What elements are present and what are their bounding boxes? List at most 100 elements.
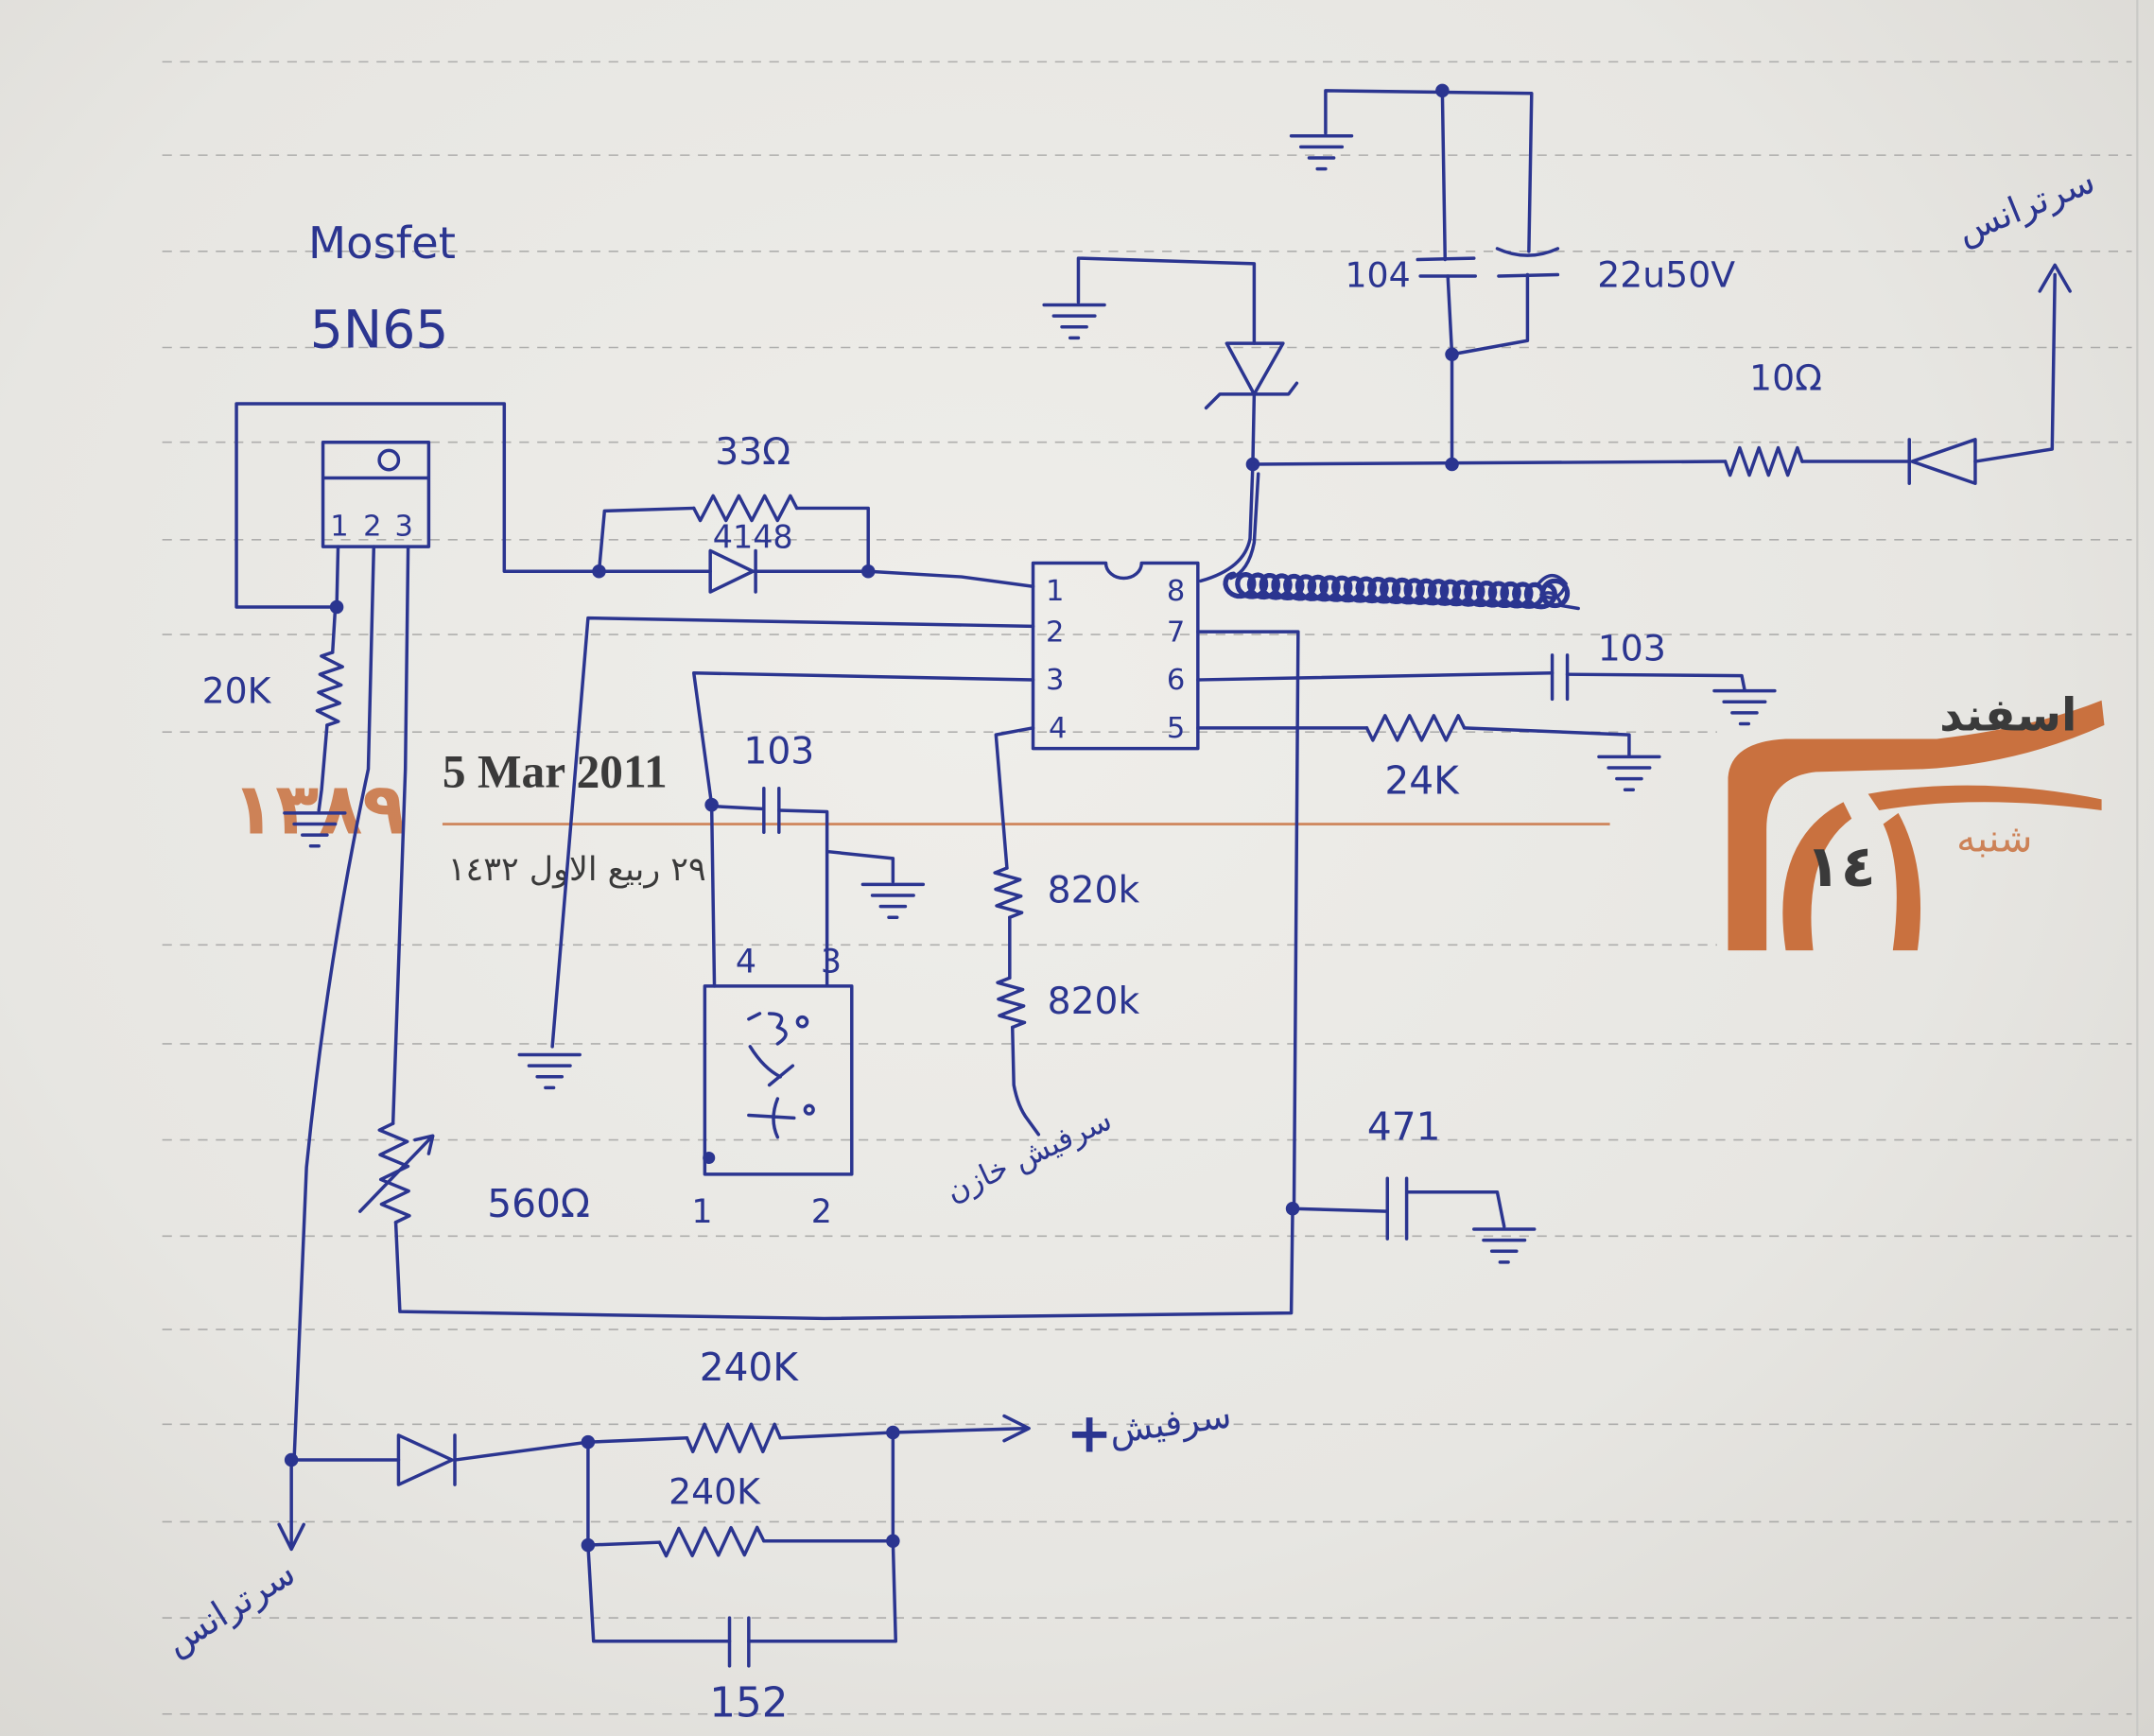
label-transformer-top: سرترانس <box>1951 159 2101 252</box>
label-d4148: 4148 <box>713 519 793 556</box>
resistor-20k <box>315 651 344 727</box>
capacitor-104 <box>1416 256 1477 278</box>
label-c22u: 22u50V <box>1597 254 1735 296</box>
wire-bottom-return <box>393 1207 1294 1321</box>
ground-symbol <box>1472 1227 1537 1264</box>
wire-33ohm <box>597 506 870 573</box>
diode-output <box>396 1433 457 1486</box>
wire-rail-to-10ohm <box>1251 460 1728 466</box>
label-r240k-upper: 240K <box>700 1345 800 1390</box>
junction-dot <box>1445 347 1459 362</box>
arrow-down-icon <box>277 1522 305 1552</box>
wire-rail-to-pin8-overdraw <box>1228 472 1260 581</box>
coil-scribble <box>1223 571 1557 610</box>
label-c103-pin6: 103 <box>1598 628 1666 669</box>
capacitor-103-pin6 <box>1550 653 1570 702</box>
ground-symbol <box>860 882 926 920</box>
zener-diode <box>1204 341 1299 466</box>
diary-date-gregorian: 5 Mar 2011 <box>443 745 668 797</box>
ic-pin-label: 6 <box>1167 664 1185 697</box>
capacitor-471 <box>1291 1176 1506 1241</box>
module-pin-label: 4 <box>736 943 756 981</box>
resistor-820k-lower <box>996 976 1027 1030</box>
label-r240k-lower: 240K <box>669 1471 761 1513</box>
logo-circle-right-arc <box>1883 812 1921 951</box>
ground-symbol <box>1289 134 1354 171</box>
wire-mosfet-pin3 <box>391 545 410 1125</box>
module-internal-mark <box>795 1015 809 1029</box>
ground-symbol <box>1597 755 1661 791</box>
module-pin-label: 1 <box>691 1193 712 1231</box>
resistor-240k-lower <box>657 1525 766 1558</box>
wire-rail-to-pin8 <box>1198 462 1255 583</box>
wire-ic-pin3 <box>692 670 1035 988</box>
junction-dot <box>886 1534 900 1549</box>
diary-date-logo: اسفند شنبه ١٤ <box>1728 690 2105 951</box>
wire-ic-pin5 <box>1196 726 1631 757</box>
wire-zener-ground <box>1076 256 1257 345</box>
wire-cap103-ground <box>777 808 895 987</box>
ic-pin-label: 4 <box>1049 712 1067 745</box>
resistor-33-ohm <box>692 494 799 523</box>
wire-output-parallel <box>586 1431 898 1643</box>
arrow-up-icon <box>2038 263 2072 293</box>
logo-inner-band <box>1867 785 2102 810</box>
label-r24k: 24K <box>1384 758 1460 804</box>
wire-top-ground-rail <box>1324 89 1534 253</box>
wire-ic-pin4 <box>994 726 1041 1137</box>
ic-pin-label: 3 <box>1046 664 1064 697</box>
label-r10: 10Ω <box>1749 357 1822 399</box>
label-mosfet-title: Mosfet <box>308 217 456 269</box>
resistor-240k-upper <box>685 1422 782 1454</box>
ground-symbol <box>1712 688 1777 726</box>
ground-symbol <box>1042 303 1106 340</box>
capacitor-103-module <box>709 787 781 834</box>
label-output-terminal: سرفیش <box>1106 1394 1234 1453</box>
label-capacitor-lead: سرفیش خازن <box>940 1102 1117 1209</box>
wire-to-transformer-top <box>1973 272 2057 463</box>
wire-ic-pin2 <box>550 616 1035 1049</box>
label-r820k-upper: 820k <box>1048 869 1140 911</box>
mosfet-pin-label: 3 <box>395 510 413 543</box>
label-c103-module: 103 <box>743 731 814 773</box>
logo-outer-arc <box>1728 700 2105 951</box>
mosfet-pin-label: 2 <box>363 510 381 543</box>
label-transformer-bottom: سرترانس <box>158 1552 304 1664</box>
notebook-rule-lines <box>162 61 2132 1715</box>
resistor-820k-upper <box>993 866 1024 920</box>
diary-date-hijri: ٢٩ ربيع الاول ١٤٣٢ <box>448 851 706 889</box>
label-r20k: 20K <box>202 670 272 712</box>
wire-ic-pin6 <box>1196 670 1746 691</box>
label-output-plus: + <box>1067 1400 1113 1465</box>
wire-ic-pin7 <box>1196 630 1300 1210</box>
mosfet-body <box>321 440 431 548</box>
label-c152: 152 <box>709 1680 788 1727</box>
wire-output-feed <box>292 1426 1030 1462</box>
mosfet-pin-label: 1 <box>330 510 348 543</box>
label-r820k-lower: 820k <box>1048 981 1140 1023</box>
module-internal-marks <box>747 1012 796 1139</box>
ground-symbol <box>517 1052 582 1090</box>
label-mosfet-part: 5N65 <box>310 300 449 360</box>
ic-pin-label: 1 <box>1046 575 1064 608</box>
diode-4148 <box>708 548 757 594</box>
wire-20k <box>317 605 338 812</box>
diary-day: ١٤ <box>1805 833 1875 900</box>
arrow-right-icon <box>1002 1414 1031 1443</box>
module-internal-mark <box>803 1103 815 1116</box>
ic-body <box>1031 561 1200 751</box>
label-r560: 560Ω <box>487 1181 590 1226</box>
mosfet-tab-hole <box>377 448 401 472</box>
capacitor-22u50v <box>1495 247 1560 278</box>
label-c471: 471 <box>1367 1104 1441 1150</box>
ic-pin-label: 8 <box>1167 575 1185 608</box>
module-pin-label: 2 <box>811 1193 832 1231</box>
resistor-560-ohm-variable <box>377 1121 411 1224</box>
logo-circle-left-arc <box>1782 802 1852 951</box>
circuit: 104 22u50V 10Ω سرترانس Mosfet 5N65 1 2 <box>158 83 2101 1727</box>
coil-scribble-tail <box>1537 573 1580 611</box>
diary-month: اسفند <box>1939 690 2076 742</box>
label-c104: 104 <box>1345 255 1410 296</box>
